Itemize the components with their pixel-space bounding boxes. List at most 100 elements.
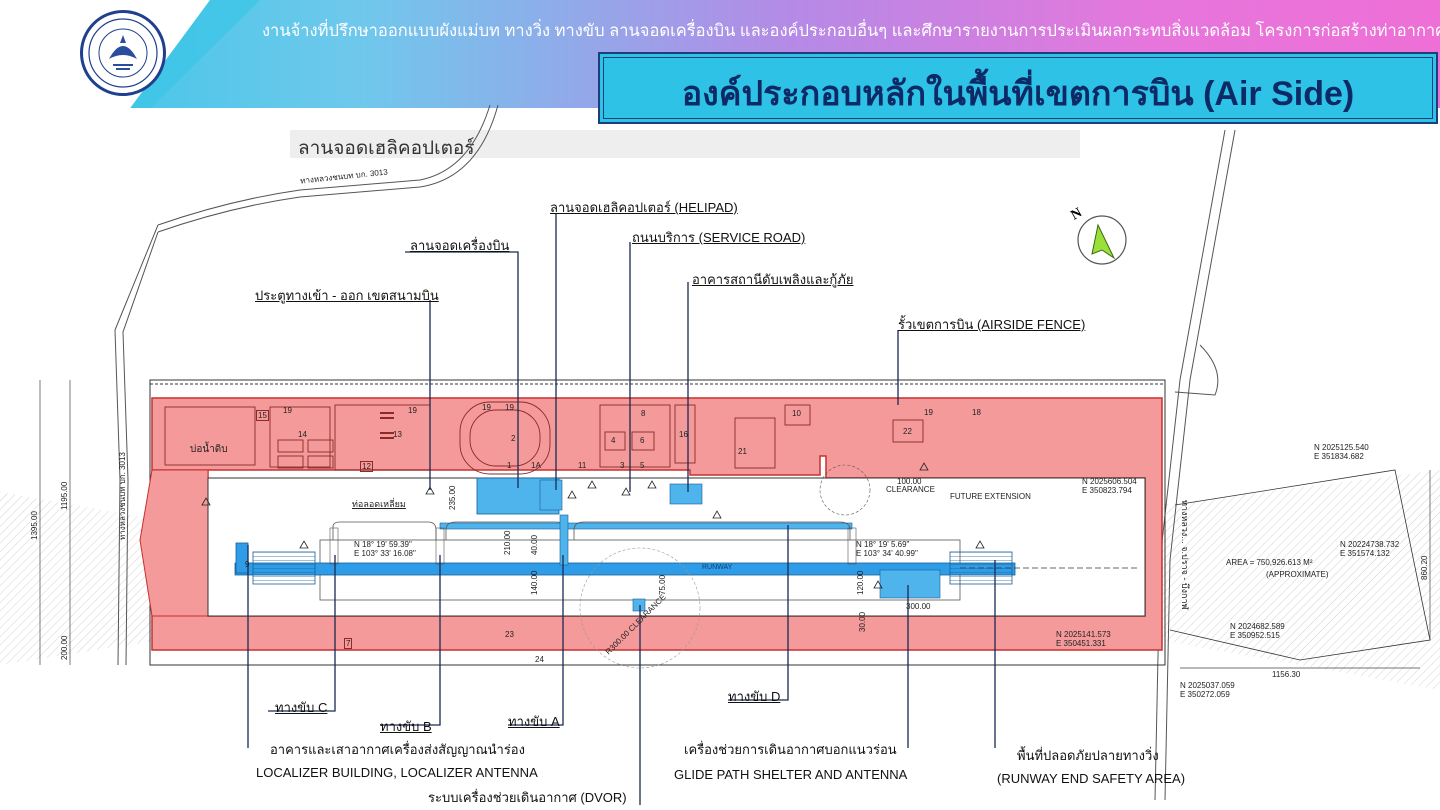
parallel-taxiway xyxy=(439,522,853,530)
zone-number: 11 xyxy=(578,461,587,470)
point3-n: N 2025125.540 xyxy=(1314,443,1369,452)
zone-number: 1A xyxy=(531,461,541,470)
zone-number: 19 xyxy=(283,406,292,415)
dim-1195: 1195.00 xyxy=(60,481,69,510)
dvor-clearance-circle xyxy=(579,547,701,669)
point2-n: N 2025141.573 xyxy=(1056,630,1111,639)
point2-e: E 350451.331 xyxy=(1056,639,1106,648)
callout-service-road: ถนนบริการ (SERVICE ROAD) xyxy=(632,230,806,245)
point6-e: E 350272.059 xyxy=(1180,690,1230,699)
dim-300: 300.00 xyxy=(906,602,931,611)
future-extension-label: FUTURE EXTENSION xyxy=(950,492,1031,501)
callout-localizer-en: LOCALIZER BUILDING, LOCALIZER ANTENNA xyxy=(256,765,538,780)
runway xyxy=(234,562,1016,576)
callout-dvor: ระบบเครื่องช่วยเดินอากาศ (DVOR) xyxy=(428,790,627,805)
title-box: องค์ประกอบหลักในพื้นที่เขตการบิน (Air Si… xyxy=(598,52,1438,124)
zone-number: 6 xyxy=(640,436,645,445)
highway-east-loop xyxy=(1174,344,1219,396)
zone-number: 23 xyxy=(505,630,514,639)
helipad-area xyxy=(539,479,563,511)
project-title: งานจ้างที่ปรึกษาออกแบบผังแม่บท ทางวิ่ง ท… xyxy=(262,22,1440,40)
dim-860: 860.20 xyxy=(1420,555,1429,580)
zone-number: 3 xyxy=(620,461,625,470)
callout-taxiway-b: ทางขับ B xyxy=(380,719,432,734)
runway-label: RUNWAY xyxy=(702,564,733,571)
point1-e: E 350823.794 xyxy=(1082,486,1132,495)
north-arrow-icon: N xyxy=(1069,205,1127,265)
approach-surface-east xyxy=(1160,470,1440,690)
point6-n: N 2025037.059 xyxy=(1180,681,1235,690)
highway-left-label: ทางหลวงชนบท บก. 3013 xyxy=(118,452,127,540)
coord-se-e: E 103° 34' 40.99" xyxy=(856,549,918,558)
zone-number: 19 xyxy=(482,403,491,412)
subtitle-strip: ลานจอดเฮลิคอปเตอร์ xyxy=(290,130,1080,159)
callout-airside-fence: รั้วเขตการบิน (AIRSIDE FENCE) xyxy=(898,317,1086,332)
callout-apron: ลานจอดเครื่องบิน xyxy=(410,238,510,253)
zone-number: 9 xyxy=(245,560,250,569)
taxiway-a xyxy=(559,514,569,566)
zone-number: 16 xyxy=(679,430,688,439)
callout-helipad: ลานจอดเฮลิคอปเตอร์ (HELIPAD) xyxy=(550,200,738,215)
rural-highway-top-2 xyxy=(157,104,499,233)
clearance-top-word: CLEARANCE xyxy=(886,485,935,494)
callout-taxiway-a: ทางขับ A xyxy=(508,714,560,729)
rural-highway-left xyxy=(114,224,159,666)
zone-number: 22 xyxy=(903,427,912,436)
glide-path-area xyxy=(879,569,941,599)
zone-number: 13 xyxy=(393,430,402,439)
landside-dots xyxy=(380,412,394,439)
logo-emblem-icon xyxy=(88,18,158,88)
section-subtitle: ลานจอดเฮลิคอปเตอร์ xyxy=(298,137,475,159)
coord-se-n: N 18° 19' 5.69" xyxy=(856,540,910,549)
page-title: องค์ประกอบหลักในพื้นที่เขตการบิน (Air Si… xyxy=(681,75,1355,113)
point3-e: E 351834.682 xyxy=(1314,452,1364,461)
dim-40: 40.00 xyxy=(530,534,539,555)
dim-200: 200.00 xyxy=(60,635,69,660)
dim-140: 140.00 xyxy=(530,570,539,595)
callout-leaders xyxy=(247,213,996,805)
callout-taxiway-d: ทางขับ D xyxy=(728,689,781,704)
dim-120: 120.00 xyxy=(856,570,865,595)
callout-glide-en: GLIDE PATH SHELTER AND ANTENNA xyxy=(674,767,908,782)
point5-n: N 2024682.589 xyxy=(1230,622,1285,631)
zone-number: 12 xyxy=(360,461,373,472)
point1-n: N 2025606.504 xyxy=(1082,477,1137,486)
zone-number: 7 xyxy=(344,638,353,649)
zone-number: 19 xyxy=(505,403,514,412)
hold-area-label: ท่อลอดเหลี่ยม xyxy=(352,499,406,509)
svg-text:N: N xyxy=(1069,205,1085,223)
highway-east-2 xyxy=(1164,129,1236,801)
zone-number: 5 xyxy=(640,461,645,470)
zone-number: 19 xyxy=(408,406,417,415)
dvor-site xyxy=(632,598,646,612)
taxiway-d xyxy=(847,527,857,565)
water-tank-label: บ่อน้ำดิบ xyxy=(190,444,228,455)
taxiway-c xyxy=(329,527,339,565)
coord-sw-n: N 18° 19' 59.39" xyxy=(354,540,412,549)
highway-east xyxy=(1154,129,1226,801)
future-turnpad xyxy=(819,464,871,516)
dim-30: 30.00 xyxy=(858,611,867,632)
zone-number: 2 xyxy=(511,434,516,443)
dim-75: 75.00 xyxy=(658,574,667,595)
approach-surface-west xyxy=(0,492,160,665)
zone-number: 21 xyxy=(738,447,747,456)
point5-e: E 350952.515 xyxy=(1230,631,1280,640)
point4-n: N 20224738.732 xyxy=(1340,540,1400,549)
dim-210: 210.00 xyxy=(503,530,512,555)
callout-resa-en: (RUNWAY END SAFETY AREA) xyxy=(997,771,1186,786)
fire-station-apron xyxy=(669,483,703,505)
zone-number: 4 xyxy=(611,436,616,445)
zone-number: 24 xyxy=(535,655,544,664)
callout-resa-th: พื้นที่ปลอดภัยปลายทางวิ่ง xyxy=(1017,748,1159,763)
zone-number: 8 xyxy=(641,409,646,418)
callout-glide-th: เครื่องช่วยการเดินอากาศบอกแนวร่อน xyxy=(684,742,897,757)
department-of-airports-logo xyxy=(80,10,166,96)
title-box-frame xyxy=(603,57,1433,119)
coord-sw-e: E 103° 33' 16.08" xyxy=(354,549,416,558)
rural-highway-left-2 xyxy=(122,231,159,666)
point4-e: E 351574.132 xyxy=(1340,549,1390,558)
dim-1395: 1395.00 xyxy=(30,511,39,540)
area-approx: (APPROXIMATE) xyxy=(1266,570,1329,579)
callout-gate: ประตูทางเข้า - ออก เขตสนามบิน xyxy=(255,288,439,303)
